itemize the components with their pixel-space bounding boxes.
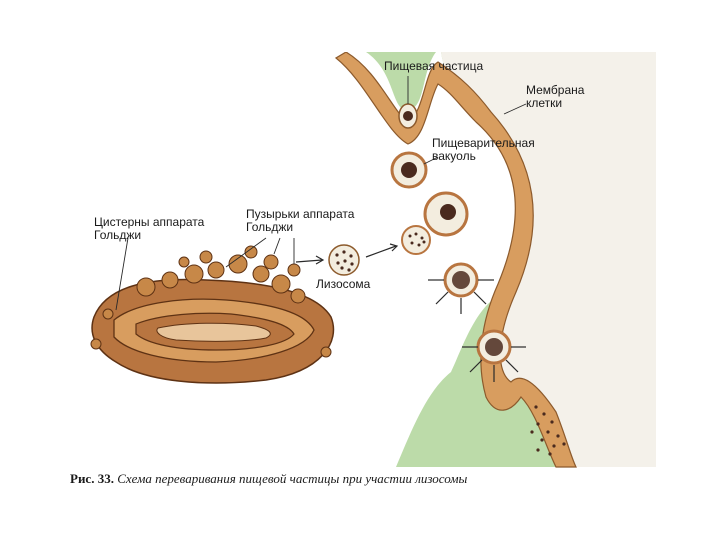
label-cell-membrane-line1: Мембрана: [526, 83, 585, 97]
label-lysosome: Лизосома: [316, 277, 371, 291]
extracellular-space: [441, 52, 656, 467]
caption-number: Рис. 33.: [70, 471, 114, 486]
label-digestive-vacuole-line1: Пищеварительная: [432, 136, 535, 150]
food-particle-core: [403, 111, 413, 121]
secondary-lysosome-1-content: [452, 271, 470, 289]
arrows: [295, 243, 526, 382]
label-golgi-vesicles-line1: Пузырьки аппарата: [246, 207, 355, 221]
caption-text: Схема переваривания пищевой частицы при …: [117, 471, 468, 486]
figure-caption: Рис. 33. Схема переваривания пищевой час…: [70, 468, 654, 490]
diagram-canvas: [66, 52, 656, 468]
fusing-vacuole-particle: [440, 204, 456, 220]
cell-membrane: [334, 52, 577, 468]
exocytosis-particles: [530, 405, 566, 456]
primary-lysosome-enzymes: [335, 250, 354, 272]
label-cell-membrane-line2: клетки: [526, 96, 563, 110]
secondary-lysosome-2-content: [485, 338, 503, 356]
fusing-lysosome-enzymes: [408, 232, 426, 247]
label-digestive-vacuole-line2: вакуоль: [432, 149, 476, 163]
label-food-particle: Пищевая частица: [384, 59, 484, 73]
golgi-vesicles: [136, 245, 306, 304]
label-golgi-cisternae-line1: Цистерны аппарата: [94, 215, 205, 229]
vacuole-particle: [401, 162, 417, 178]
fusing-lysosome: [401, 225, 431, 255]
golgi-apparatus: [90, 245, 335, 384]
golgi-vesicles-detached: [90, 254, 332, 358]
diagram-figure: Пищевая частица Мембрана клетки Пищевари…: [66, 52, 656, 492]
label-golgi-vesicles-line2: Гольджи: [246, 220, 294, 234]
leader-lines: [115, 76, 527, 311]
golgi-cisterna-inner: [156, 322, 271, 342]
label-golgi-cisternae-line2: Гольджи: [94, 228, 142, 242]
